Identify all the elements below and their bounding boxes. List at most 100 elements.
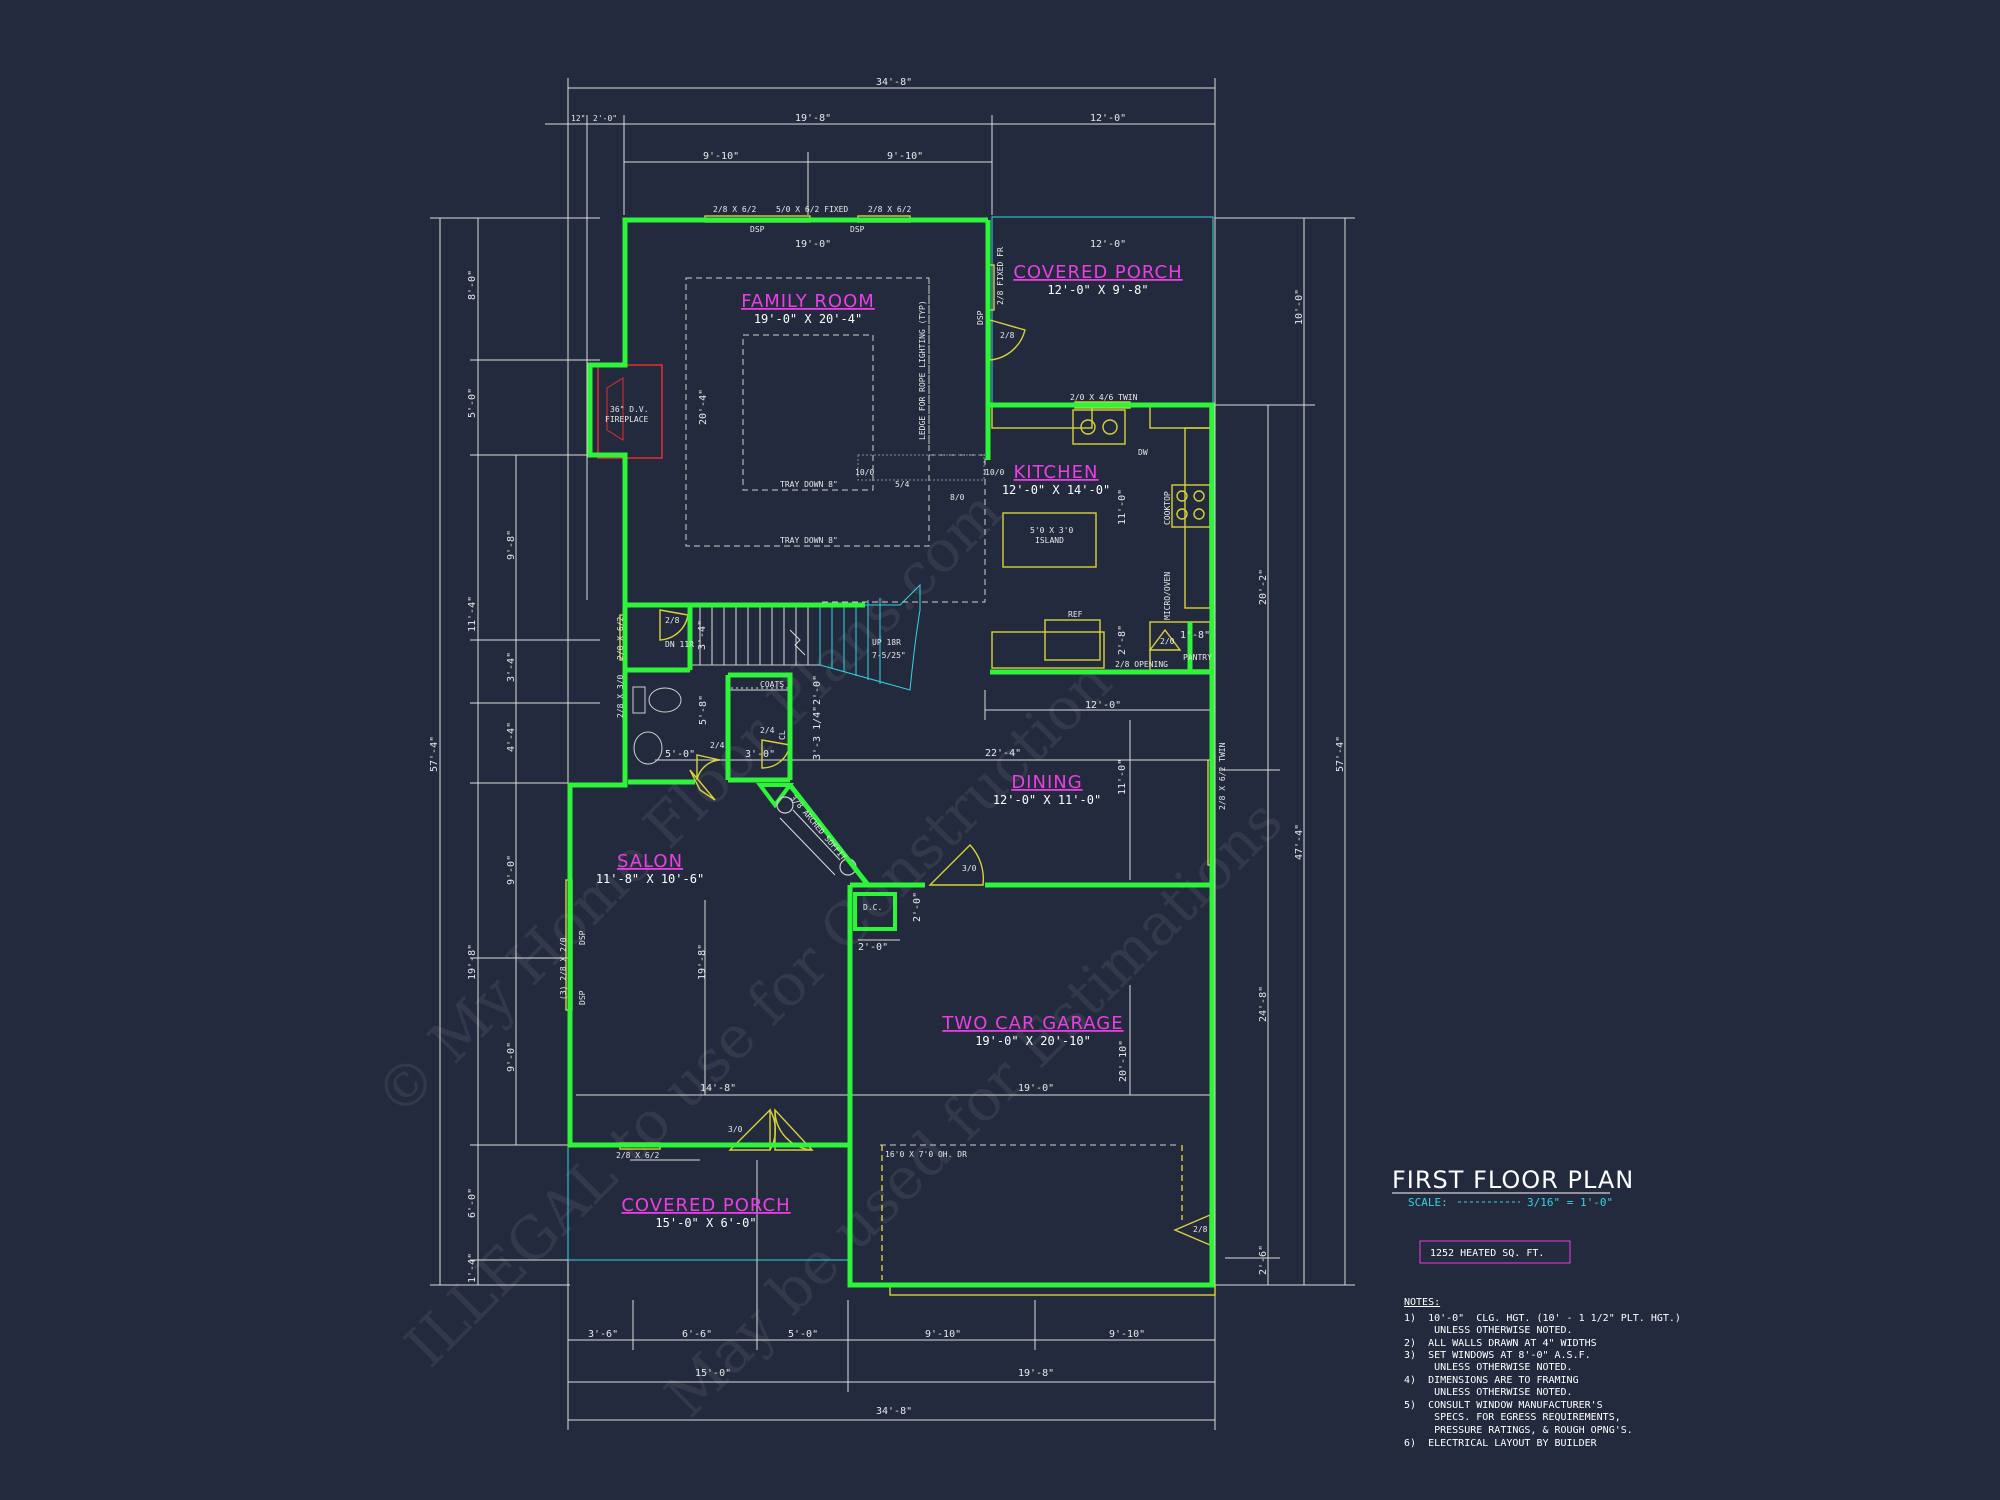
dsp-label-3: DSP <box>976 310 985 325</box>
stair-up-label: UP 18R <box>872 638 901 647</box>
sink-icon <box>1072 409 1126 445</box>
right-dimensions: 10'-0" 20'-2" 24'-8" 2'-6" 47'-4" 57'-4" <box>1210 217 1355 1286</box>
note-line-9: SPECS. FOR EGRESS REQUIREMENTS, <box>1404 1412 1621 1423</box>
dim-bath-50: 5'-0" <box>665 749 695 760</box>
note-line-5: UNLESS OTHERWISE NOTED. <box>1404 1362 1573 1373</box>
dim-left-80: 8'-0" <box>467 270 478 300</box>
dim-34: 3'-4" <box>697 620 708 650</box>
island-label-2: ISLAND <box>1035 536 1064 545</box>
dim-right-248: 24'-8" <box>1258 986 1269 1022</box>
dim-left-50: 5'-0" <box>467 388 478 418</box>
dim-left-114: 11'-4" <box>467 596 478 632</box>
door-stair-closet-label: 2/8 <box>665 616 680 625</box>
island-label-1: 5'0 X 3'0 <box>1030 526 1074 535</box>
dim-right-100: 10'-0" <box>1294 289 1305 325</box>
dim-314: 3'-3 1/4" <box>812 706 823 760</box>
salon-name: SALON <box>617 851 683 872</box>
dsp-label-4: DSP <box>578 930 587 945</box>
dim-bath-58: 5'-8" <box>698 695 709 725</box>
dim-top-20: 2'-0" <box>593 114 617 123</box>
dim-20b: 2'-0" <box>912 892 923 922</box>
dim-bottom-150: 15'-0" <box>695 1368 731 1379</box>
opening-label: 2/8 OPENING <box>1115 660 1168 669</box>
family-room-name: FAMILY ROOM <box>741 291 875 312</box>
fireplace-label-2: FIREPLACE <box>605 415 649 424</box>
kitchen-size: 12'-0" X 14'-0" <box>1002 483 1110 497</box>
interior-dimensions: 19'-0" 12'-0" 20'-4" 11'-0" 12'-0" 22'-4… <box>665 239 1210 1094</box>
arched-soffit-line-2 <box>779 817 836 876</box>
pantry-label: PANTRY <box>1183 653 1212 662</box>
fireplace: 36" D.V. FIREPLACE <box>597 364 663 459</box>
porch-window-label: 2/8 X 6/2 <box>616 1151 660 1160</box>
front-porch-name: COVERED PORCH <box>621 1195 790 1216</box>
dim-left-60: 6'-0" <box>467 1188 478 1218</box>
rear-porch-name: COVERED PORCH <box>1013 262 1182 283</box>
room-labels: FAMILY ROOM 19'-0" X 20'-4" COVERED PORC… <box>596 262 1182 1230</box>
bath-window-label: 2/8 X 3/0 <box>616 674 625 718</box>
dc-label: D.C. <box>863 903 882 912</box>
door-54-label: 5/4 <box>895 480 910 489</box>
door-porch-label: 2/8 <box>1000 331 1015 340</box>
dim-right-474: 47'-4" <box>1294 824 1305 860</box>
dining-window-label: 2/8 X 6/2 TWIN <box>1218 742 1227 810</box>
arched-soffit-label: 3/8 ARCHED SOFFIT <box>788 794 848 863</box>
dim-top-120: 12'-0" <box>1090 113 1126 124</box>
micro-oven-label: MICRO/OVEN <box>1163 572 1172 620</box>
fireplace-label-1: 36" D.V. <box>610 405 649 414</box>
dim-top-overall: 34'-8" <box>876 77 912 88</box>
salon-window-label: (3) 2/8 X 2/0 <box>559 937 568 1000</box>
dim-bottom-36: 3'-6" <box>588 1329 618 1340</box>
dim-left-34: 3'-4" <box>506 652 517 682</box>
top-dimensions: 34'-8" 12" 2'-0" 19'-8" 12'-0" 9'-10" 9'… <box>545 77 1216 1430</box>
interior-walls <box>570 405 1212 1285</box>
note-line-10: PRESSURE RATINGS, & ROUGH OPNG'S. <box>1404 1425 1633 1436</box>
garage-side-door-label: 2/8 <box>1193 1225 1208 1234</box>
garage-name: TWO CAR GARAGE <box>941 1013 1123 1034</box>
dim-kitchen-110: 11'-0" <box>1117 489 1128 525</box>
dim-right-26: 2'-6" <box>1258 1245 1269 1275</box>
dim-bottom-910a: 9'-10" <box>925 1329 961 1340</box>
dim-right-574: 57'-4" <box>1335 736 1346 772</box>
front-door-left-label: 3/0 <box>728 1125 743 1134</box>
dim-left-44: 4'-4" <box>506 722 517 752</box>
garage-size: 19'-0" X 20'-10" <box>975 1034 1091 1048</box>
dim-right-202: 20'-2" <box>1258 569 1269 605</box>
dining-name: DINING <box>1011 772 1082 793</box>
dim-family-190: 19'-0" <box>795 239 831 250</box>
dim-dining-224: 22'-4" <box>985 748 1021 759</box>
ledge-pattern <box>857 454 985 481</box>
column-1 <box>776 796 794 814</box>
note-line-4: 3) SET WINDOWS AT 8'-0" A.S.F. <box>1404 1350 1591 1361</box>
dim-bottom-198: 19'-8" <box>1018 1368 1054 1379</box>
dim-bottom-66: 6'-6" <box>682 1329 712 1340</box>
dim-left-90a: 9'-0" <box>506 855 517 885</box>
dim-left-198: 19'-8" <box>467 944 478 980</box>
window-fixed-label: 2/8 FIXED FR <box>996 247 1005 305</box>
dim-bottom-910b: 9'-10" <box>1109 1329 1145 1340</box>
watermark-line-1: © My Home Floor Plans.com <box>362 477 1015 1130</box>
dim-top-12: 12" <box>571 114 585 123</box>
dim-left-90b: 9'-0" <box>506 1042 517 1072</box>
tray-down-inner-label: TRAY DOWN 8" <box>780 480 838 489</box>
dim-dining-120: 12'-0" <box>1085 700 1121 711</box>
dim-bottom-50: 5'-0" <box>788 1329 818 1340</box>
dim-salon-198: 19'-8" <box>697 944 708 980</box>
dim-garage-190: 19'-0" <box>1018 1083 1054 1094</box>
notes-block: NOTES: 1) 10'-0" CLG. HGT. (10' - 1 1/2"… <box>1404 1297 1681 1449</box>
dim-top-910a: 9'-10" <box>703 151 739 162</box>
note-line-11: 6) ELECTRICAL LAYOUT BY BUILDER <box>1404 1438 1598 1449</box>
dsp-label-5: DSP <box>578 990 587 1005</box>
ref-label: REF <box>1068 610 1083 619</box>
dim-top-910b: 9'-10" <box>887 151 923 162</box>
door-1010-left-label: 10/0 <box>855 468 874 477</box>
dim-28: 2'-8" <box>1117 625 1128 655</box>
kitchen-name: KITCHEN <box>1014 462 1099 483</box>
door-garage-label: 3/0 <box>962 864 977 873</box>
pantry-door-label: 2/0 <box>1160 637 1175 646</box>
tray-down-outer-label: TRAY DOWN 8" <box>780 536 838 545</box>
kitchen-island <box>1002 512 1097 568</box>
dc-closet <box>853 892 897 931</box>
dim-18: 1'-8" <box>1180 630 1210 641</box>
dim-left-98: 9'-8" <box>506 530 517 560</box>
